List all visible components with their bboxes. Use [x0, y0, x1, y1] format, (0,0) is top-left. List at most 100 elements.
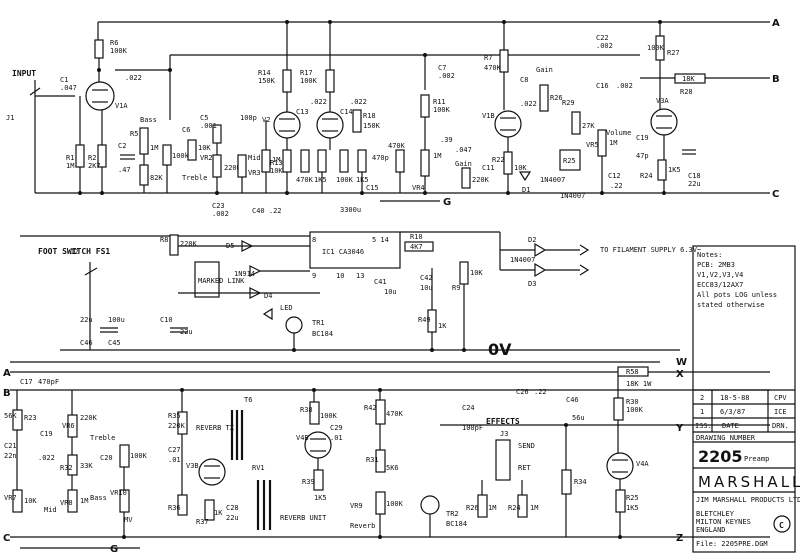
company-name: JIM MARSHALL PRODUCTS LTD.: [696, 496, 800, 504]
effects-label: EFFECTS: [486, 417, 520, 426]
rev-2-drn: CPV: [774, 394, 787, 402]
c40-value: C40 .22: [252, 207, 282, 215]
r35-value: 220K: [168, 422, 186, 430]
c28-value: 22u: [226, 514, 239, 522]
vr7-value: 10K: [24, 497, 37, 505]
r18-label: R18: [363, 112, 376, 120]
r58-resistor: [617, 366, 649, 377]
treble-label: Treble: [182, 174, 207, 182]
r24b-resistor: [477, 494, 488, 518]
c14-value: .022: [350, 98, 367, 106]
svg-text:5 14: 5 14: [372, 236, 389, 244]
r37-value: 1K: [214, 509, 223, 517]
r23b-value: 56K: [4, 412, 17, 420]
c7-value: .002: [438, 72, 455, 80]
c17-value: 470pF: [38, 378, 59, 386]
tr1-transistor: [285, 316, 303, 334]
r6-resistor: [94, 39, 104, 59]
tr2-label: TR2: [446, 510, 459, 518]
rev-2-iss: 2: [700, 394, 704, 402]
r4-value: 100k: [172, 152, 190, 160]
r7-label: R7: [484, 54, 492, 62]
r32-value: 33K: [80, 462, 93, 470]
mid-label: Mid: [248, 154, 261, 162]
svg-text:13: 13: [356, 272, 364, 280]
vr8-value: 1M: [80, 497, 88, 505]
bass2-label: Bass: [90, 494, 107, 502]
c12-label: C12: [608, 172, 621, 180]
reverb-label: Reverb: [350, 522, 375, 530]
r15-resistor: [300, 149, 310, 173]
r10-resistor: [261, 149, 271, 173]
r1-value: 1M: [66, 162, 74, 170]
rail-x-label: X: [676, 369, 684, 380]
r30-label: R30: [626, 398, 639, 406]
drawing-number: 2205: [698, 447, 743, 466]
r5-value: 82K: [150, 174, 163, 182]
c20-label: C20: [100, 454, 113, 462]
rail-a2-label: A: [3, 368, 11, 379]
r29-label: R29: [562, 99, 575, 107]
notes-valves: V1,V2,V3,V4: [697, 271, 744, 279]
r28-label: R28: [680, 88, 693, 96]
r22-resistor: [503, 151, 513, 175]
effects-output-section: C24 100pF EFFECTS J3 SEND RET C26 .22 R3…: [462, 366, 652, 537]
d1-diode: [518, 171, 532, 182]
rail-z-label: Z: [676, 533, 683, 544]
tr2-value: BC184: [446, 520, 467, 528]
c8-value: .022: [520, 100, 537, 108]
mid2-label: Mid: [44, 506, 57, 514]
title-block: 2 18-5-88 CPV 1 6/3/87 ICE ISS. DATE DRN…: [692, 245, 800, 553]
c12-value: .22: [610, 182, 623, 190]
switching-section: IC1 CA3046 8 5 14 9 10 13 R8 220K MARKED…: [38, 231, 701, 350]
ret-label: RET: [518, 464, 531, 472]
input-label: INPUT: [12, 69, 36, 78]
r4-resistor: [162, 144, 172, 166]
brand-name: MARSHALL: [698, 473, 800, 491]
c28-label: C28: [226, 504, 239, 512]
d3-label: D3: [528, 280, 536, 288]
led-icon: [262, 307, 273, 321]
c21-value: 22n: [4, 452, 17, 460]
r19-resistor: [339, 149, 349, 173]
r16-resistor: [317, 149, 327, 173]
rail-w-label: W: [676, 357, 687, 368]
d4-label: D4: [264, 292, 272, 300]
r1-label: R1: [66, 154, 74, 162]
c15-label: C15: [366, 184, 379, 192]
r15-value: 470K: [296, 176, 314, 184]
c21-label: C21: [4, 442, 17, 450]
r42-value: 470K: [386, 410, 404, 418]
d4b-diode: [249, 265, 262, 277]
r42-label: R42: [364, 404, 377, 412]
r25b-resistor: [615, 489, 626, 513]
r18-resistor: [352, 109, 362, 133]
vr2-label: VR2: [200, 154, 213, 162]
vr6-value: 220K: [80, 414, 98, 422]
r1-resistor: [75, 144, 85, 168]
tr1-label: TR1: [312, 319, 325, 327]
r13-value: 10K: [270, 167, 283, 175]
c1-label: C1: [60, 76, 68, 84]
c22-value: .002: [596, 42, 613, 50]
r24-value: 1K5: [668, 166, 681, 174]
r38-label: R38: [300, 406, 313, 414]
c13-label: C13: [296, 108, 309, 116]
drawing-number-label: DRAWING NUMBER: [696, 434, 756, 442]
t6-label: T6: [244, 396, 252, 404]
r26-label: R26: [550, 94, 563, 102]
r17-label: R17: [300, 69, 313, 77]
tone-stack: .022 Bass R5 1M 82K 100k C6 10K Treble C…: [115, 55, 282, 218]
c30-value: 3300u: [340, 206, 361, 214]
bass-label: Bass: [140, 116, 157, 124]
rev-1-date: 6/3/87: [720, 408, 745, 416]
vr2-treble-pot: [212, 154, 222, 178]
notes-pcb: PCB: 2MB3: [697, 261, 735, 269]
r2-label: R2: [88, 154, 96, 162]
v1b-label: V1B: [482, 112, 495, 120]
r40-value: 4K7: [410, 243, 423, 251]
gain-stage: C7 .002 R11 100K VR4 1M Gain .39 .047 22…: [412, 22, 585, 200]
mv-label: MV: [124, 516, 133, 524]
r30-resistor: [613, 397, 624, 421]
